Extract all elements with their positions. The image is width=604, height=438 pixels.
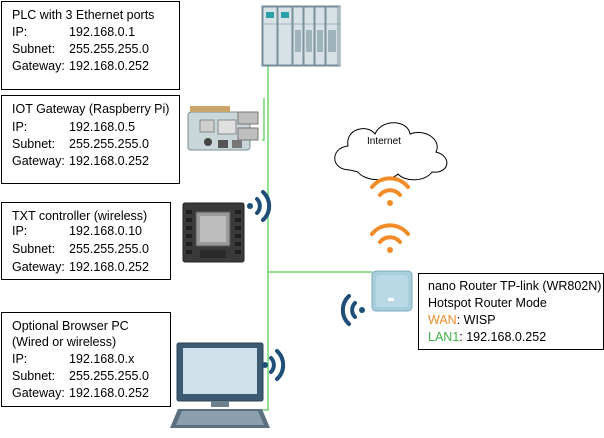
wan-label: WAN: [428, 313, 457, 327]
router-mode: Hotspot Router Mode: [428, 296, 547, 310]
subnet-label: Subnet:: [12, 137, 56, 151]
iot-info-box: IOT Gateway (Raspberry Pi) IP: 192.168.0.…: [1, 95, 180, 184]
ip-label: IP:: [12, 120, 28, 134]
gateway-label: Gateway:: [12, 386, 65, 400]
raspberry-pi-icon: [187, 106, 259, 151]
wifi-icon: [340, 294, 365, 326]
box-subtitle: (Wired or wireless): [12, 335, 117, 349]
wan-value: : WISP: [456, 313, 496, 327]
plc-icon: [261, 5, 341, 67]
lan-label: LAN1: [428, 330, 460, 344]
pc-info-box: Optional Browser PC (Wired or wireless) …: [1, 312, 171, 407]
plc-info-box: PLC with 3 Ethernet ports IP: 192.168.0.1…: [1, 1, 180, 90]
gateway-value: 192.168.0.252: [69, 154, 149, 168]
router-info-box: nano Router TP-link (WR802N) Hotspot Rou…: [418, 273, 604, 350]
txt-controller-icon: [182, 202, 245, 263]
box-title: PLC with 3 Ethernet ports: [12, 8, 155, 22]
ip-value: 192.168.0.10: [69, 224, 142, 238]
computer-icon: [170, 342, 270, 428]
txt-info-box: TXT controller (wireless) IP: 192.168.0.1…: [1, 202, 171, 280]
subnet-label: Subnet:: [12, 42, 56, 56]
gateway-label: Gateway:: [12, 260, 65, 274]
router-lan: LAN1: 192.168.0.252: [428, 330, 546, 344]
gateway-value: 192.168.0.252: [69, 59, 149, 73]
ip-label: IP:: [12, 224, 28, 238]
cloud-icon: [334, 122, 448, 181]
box-title: IOT Gateway (Raspberry Pi): [12, 102, 170, 116]
ip-value: 192.168.0.5: [69, 120, 136, 134]
subnet-value: 255.255.255.0: [69, 369, 149, 383]
gateway-value: 192.168.0.252: [69, 386, 149, 400]
internet-label: Internet: [367, 136, 401, 147]
router-model: nano Router TP-link (WR802N): [428, 279, 602, 293]
router-wan: WAN: WISP: [428, 313, 496, 327]
subnet-value: 255.255.255.0: [69, 42, 149, 56]
cable-plc-to-pc: [262, 62, 269, 411]
wifi-icon: [262, 349, 286, 381]
router-icon: [371, 270, 413, 312]
subnet-value: 255.255.255.0: [69, 137, 149, 151]
ip-label: IP:: [12, 25, 28, 39]
wifi-icon: [370, 223, 410, 253]
gateway-label: Gateway:: [12, 59, 65, 73]
wifi-icon: [370, 176, 410, 206]
cable-pi: [262, 98, 265, 141]
gateway-value: 192.168.0.252: [69, 260, 149, 274]
wifi-icon: [247, 190, 272, 222]
box-title: Optional Browser PC: [12, 319, 129, 333]
ip-value: 192.168.0.x: [69, 352, 135, 366]
ethernet-cables: [262, 62, 372, 411]
subnet-label: Subnet:: [12, 369, 56, 383]
gateway-label: Gateway:: [12, 154, 65, 168]
subnet-label: Subnet:: [12, 242, 56, 256]
ip-value: 192.168.0.1: [69, 25, 136, 39]
subnet-value: 255.255.255.0: [69, 242, 149, 256]
box-title: TXT controller (wireless): [12, 209, 148, 223]
ip-label: IP:: [12, 352, 28, 366]
lan-value: : 192.168.0.252: [459, 330, 547, 344]
